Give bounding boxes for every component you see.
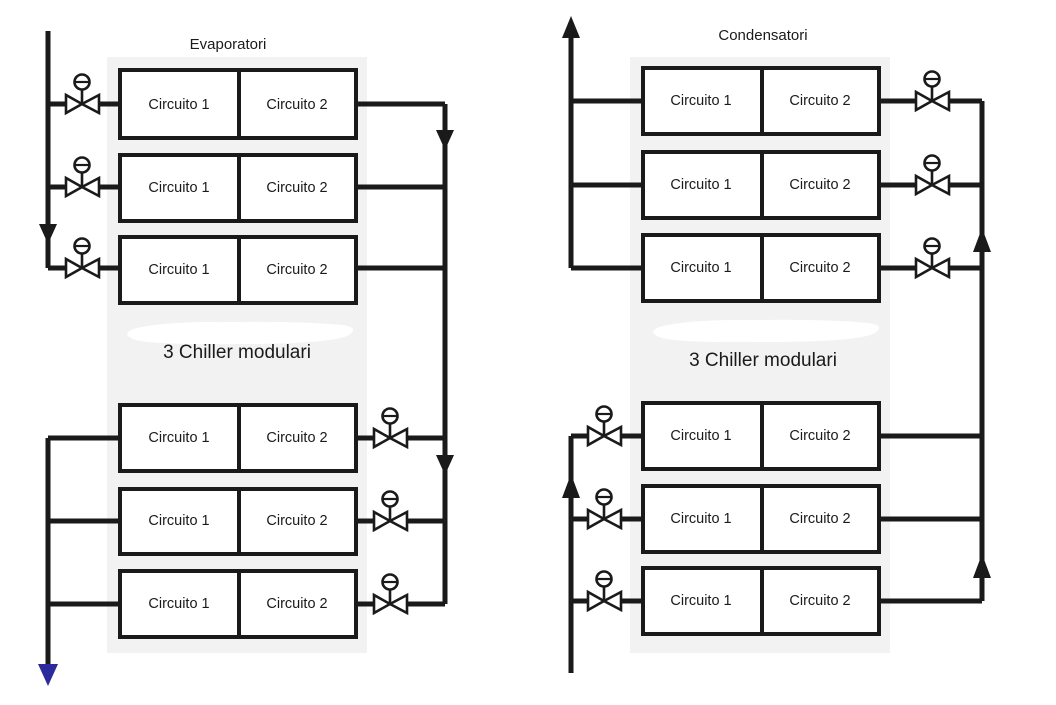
arrow-up-icon-right-outlet [562, 16, 580, 38]
left-unit-row-l3: Circuito 1 Circuito 2 [118, 569, 358, 639]
left-circuit2-label-l2: Circuito 2 [266, 513, 327, 529]
left-note-highlight [127, 321, 354, 345]
left-circuit1-label-l3: Circuito 1 [148, 596, 209, 612]
right-chiller-note: 3 Chiller modulari [689, 350, 837, 371]
valve-triangle-right [601, 589, 623, 613]
left-unit-row-l1: Circuito 1 Circuito 2 [118, 403, 358, 473]
right-circuit1-label-u1: Circuito 1 [670, 93, 731, 109]
left-chiller-note: 3 Chiller modulari [163, 342, 311, 363]
left-circuit2-label-u1: Circuito 2 [266, 97, 327, 113]
right-circuit1-label-u3: Circuito 1 [670, 260, 731, 276]
left-chiller-note-group: 3 Chiller modulari [127, 321, 354, 363]
valve-triangle-right [79, 175, 101, 199]
right-circuit2-label-u2: Circuito 2 [789, 177, 850, 193]
right-note-highlight [653, 319, 880, 343]
arrow-down-icon-left-collector-mid [436, 455, 454, 475]
right-circuit2-label-l3: Circuito 2 [789, 593, 850, 609]
valve-triangle-left [914, 173, 935, 197]
valve-triangle-left [586, 589, 607, 613]
valve-triangle-left [64, 92, 85, 116]
left-unit-row-l2: Circuito 1 Circuito 2 [118, 487, 358, 556]
left-circuit2-label-l1: Circuito 2 [266, 430, 327, 446]
left-circuit2-label-l3: Circuito 2 [266, 596, 327, 612]
valve-triangle-left [372, 592, 393, 616]
valve-icon-right-l1[interactable] [586, 405, 623, 448]
right-group-title: Condensatori [718, 27, 807, 44]
valve-triangle-left [586, 507, 607, 531]
arrow-down-icon-left-supply [39, 224, 57, 244]
valve-triangle-right [79, 256, 101, 280]
valve-triangle-left [372, 509, 393, 533]
arrow-down-icon-left-collector-top [436, 130, 454, 150]
left-circuit1-label-l1: Circuito 1 [148, 430, 209, 446]
arrow-up-icon-right-collector-top [973, 228, 991, 252]
valve-triangle-left [64, 256, 85, 280]
right-circuit2-label-l2: Circuito 2 [789, 511, 850, 527]
valve-icon-right-l3[interactable] [586, 570, 623, 613]
right-unit-row-l1: Circuito 1 Circuito 2 [641, 401, 881, 471]
right-circuit2-label-l1: Circuito 2 [789, 428, 850, 444]
left-unit-row-u1: Circuito 1 Circuito 2 [118, 68, 358, 140]
right-group-condensatori: Condensatori Circuito 1 Circuito 2 Circu… [562, 16, 991, 673]
valve-triangle-right [387, 509, 409, 533]
valve-triangle-left [586, 424, 607, 448]
left-group-title: Evaporatori [190, 36, 267, 53]
right-unit-row-l3: Circuito 1 Circuito 2 [641, 566, 881, 636]
left-group-evaporatori: Evaporatori Circuito 1 Circuito 2 Circui… [38, 31, 454, 686]
right-circuit1-label-u2: Circuito 1 [670, 177, 731, 193]
valve-triangle-right [601, 424, 623, 448]
right-circuit2-label-u3: Circuito 2 [789, 260, 850, 276]
valve-triangle-left [914, 89, 935, 113]
right-circuit1-label-l1: Circuito 1 [670, 428, 731, 444]
valve-icon-right-u2[interactable] [914, 154, 951, 197]
valve-icon-right-l2[interactable] [586, 488, 623, 531]
left-circuit1-label-l2: Circuito 1 [148, 513, 209, 529]
valve-triangle-right [79, 92, 101, 116]
valve-icon-left-u1[interactable] [64, 73, 101, 116]
valve-icon-left-u3[interactable] [64, 237, 101, 280]
arrow-up-icon-right-collector-mid [973, 554, 991, 578]
left-circuit1-label-u2: Circuito 1 [148, 180, 209, 196]
right-unit-row-u2: Circuito 1 Circuito 2 [641, 150, 881, 220]
valve-triangle-right [929, 173, 951, 197]
arrow-down-icon-left-outlet [38, 664, 58, 686]
right-circuit1-label-l2: Circuito 1 [670, 511, 731, 527]
valve-triangle-right [387, 592, 409, 616]
valve-triangle-left [372, 426, 393, 450]
valve-icon-left-l3[interactable] [372, 573, 409, 616]
valve-icon-right-u1[interactable] [914, 70, 951, 113]
left-circuit1-label-u3: Circuito 1 [148, 262, 209, 278]
left-unit-row-u3: Circuito 1 Circuito 2 [118, 235, 358, 305]
left-unit-row-u2: Circuito 1 Circuito 2 [118, 153, 358, 223]
valve-triangle-right [387, 426, 409, 450]
valve-icon-left-l1[interactable] [372, 407, 409, 450]
left-circuit2-label-u2: Circuito 2 [266, 180, 327, 196]
right-chiller-note-group: 3 Chiller modulari [653, 319, 880, 371]
valve-triangle-right [601, 507, 623, 531]
right-circuit1-label-l3: Circuito 1 [670, 593, 731, 609]
right-unit-row-l2: Circuito 1 Circuito 2 [641, 484, 881, 554]
valve-triangle-right [929, 89, 951, 113]
valve-triangle-left [64, 175, 85, 199]
valve-triangle-right [929, 256, 951, 280]
valve-triangle-left [914, 256, 935, 280]
left-circuit2-label-u3: Circuito 2 [266, 262, 327, 278]
valve-icon-right-u3[interactable] [914, 237, 951, 280]
left-circuit1-label-u1: Circuito 1 [148, 97, 209, 113]
right-circuit2-label-u1: Circuito 2 [789, 93, 850, 109]
valve-icon-left-u2[interactable] [64, 156, 101, 199]
right-unit-row-u1: Circuito 1 Circuito 2 [641, 66, 881, 136]
valve-icon-left-l2[interactable] [372, 490, 409, 533]
right-unit-row-u3: Circuito 1 Circuito 2 [641, 233, 881, 303]
arrow-up-icon-right-inlet [562, 474, 580, 498]
